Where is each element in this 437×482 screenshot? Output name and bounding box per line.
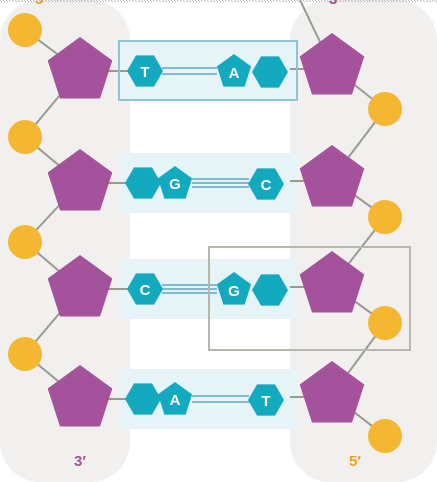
base-label-right: A [229,65,240,82]
sugar-pentagon [47,365,113,427]
right-background-column [290,0,437,482]
nucleotide-highlight-box [208,246,411,351]
phosphate-circle [368,200,402,234]
base-pentagon [216,272,252,305]
phosphate-circle [8,225,42,259]
strand-end-label-top-right: 3′ [329,0,341,8]
strand-end-label-bottom-left: 3′ [74,453,86,470]
phosphate-circle [8,120,42,154]
base-hexagon [248,384,284,416]
phosphate-circle [368,419,402,453]
base-hexagon [127,55,163,87]
base-label-left: T [140,64,149,81]
sugar-pentagon [299,251,365,313]
base-hexagon [127,273,163,305]
phosphate-circle [8,13,42,47]
phosphate-circle [8,337,42,371]
base-label-left: G [169,176,181,193]
base-pentagon [216,54,252,87]
sugar-pentagon [299,145,365,207]
sugar-pentagon [47,255,113,317]
sugar-pentagon [299,33,365,95]
base-label-right: T [261,393,270,410]
base-label-right: C [261,177,272,194]
base-hexagon [248,168,284,200]
base-label-left: C [140,282,151,299]
strand-end-label-bottom-right: 5′ [349,453,361,470]
base-label-left: A [170,392,181,409]
base-groups: T A G C C G A T [125,54,288,416]
base-label-right: G [228,283,240,300]
base-hexagon [252,274,288,306]
base-hexagon [125,383,161,415]
base-pair-highlight-box [118,40,298,101]
hydrogen-bonds [162,67,249,403]
base-hexagon [252,56,288,88]
phosphate-groups [8,13,402,453]
sugar-pentagon [299,361,365,423]
sugar-pentagon [47,149,113,211]
base-pentagon [157,166,193,199]
phosphate-circle [368,92,402,126]
base-pentagon [157,382,193,415]
strand-end-label-top-left: 5′ [35,0,47,8]
phosphate-circle [368,306,402,340]
sugar-groups [47,33,365,427]
base-hexagon [125,167,161,199]
sugar-pentagon [47,37,113,99]
